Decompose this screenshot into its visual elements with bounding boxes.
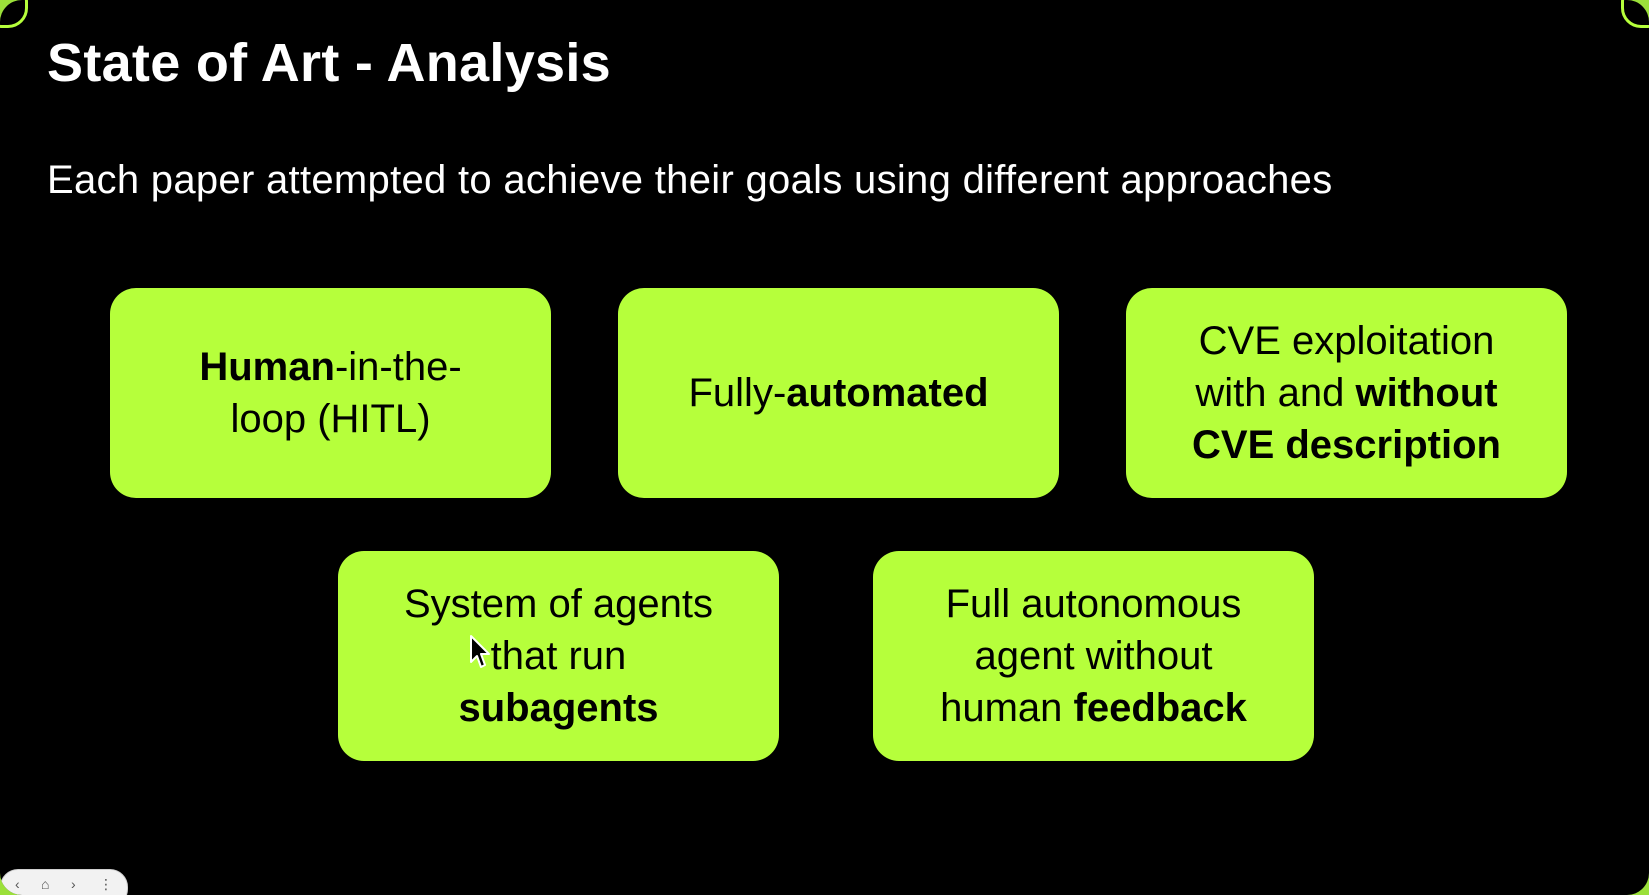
chevron-left-icon[interactable]: ‹ (15, 876, 20, 892)
approach-card-line: human feedback (940, 682, 1247, 734)
approach-card-segment: human (940, 686, 1074, 730)
frame-corner-accent (0, 0, 28, 28)
approach-card-line: that run (404, 630, 713, 682)
approach-card-emphasis: subagents (458, 686, 659, 730)
approach-card-segment: loop (HITL) (230, 397, 431, 441)
home-icon[interactable]: ⌂ (41, 876, 50, 892)
frame-corner-accent (1621, 0, 1649, 28)
approach-card-hitl: Human-in-the-loop (HITL) (110, 288, 551, 498)
video-player-controls[interactable]: ‹ ⌂ › ⋮ (0, 869, 128, 895)
slide-subtitle: Each paper attempted to achieve their go… (47, 158, 1333, 202)
approach-card-line: loop (HITL) (199, 393, 461, 445)
approach-card-system-of-agents: System of agents that run subagents (338, 551, 779, 761)
approach-card-text: Fully-automated (688, 367, 988, 419)
chevron-right-icon[interactable]: › (71, 876, 76, 892)
approach-card-line: Human-in-the- (199, 341, 461, 393)
slide-title: State of Art - Analysis (47, 33, 612, 93)
approach-card-emphasis: CVE description (1192, 423, 1501, 467)
approach-card-text: System of agents that run subagents (404, 578, 713, 734)
approach-card-fully-automated: Fully-automated (618, 288, 1059, 498)
approach-card-segment: that run (490, 634, 627, 678)
approach-card-emphasis: feedback (1073, 686, 1247, 730)
approach-card-segment: agent without (974, 634, 1213, 678)
approach-card-line: CVE description (1192, 419, 1501, 471)
approach-card-text: Human-in-the-loop (HITL) (199, 341, 461, 445)
approach-card-line: CVE exploitation (1192, 315, 1501, 367)
more-options-icon[interactable]: ⋮ (99, 876, 113, 892)
approach-card-segment: Full autonomous (945, 582, 1242, 626)
approach-card-line: subagents (404, 682, 713, 734)
approach-card-line: with and without (1192, 367, 1501, 419)
approach-card-segment: with and (1195, 371, 1356, 415)
approach-card-line: System of agents (404, 578, 713, 630)
approach-card-emphasis: automated (786, 371, 989, 415)
approach-card-line: Full autonomous (940, 578, 1247, 630)
approach-card-segment: Fully- (688, 371, 787, 415)
approach-card-segment: System of agents (403, 582, 714, 626)
approach-card-line: Fully-automated (688, 367, 988, 419)
approach-card-emphasis: without (1355, 371, 1498, 415)
approach-card-segment: CVE exploitation (1198, 319, 1495, 363)
approach-card-line: agent without (940, 630, 1247, 682)
approach-card-emphasis: Human (199, 345, 335, 389)
approach-card-segment: -in-the- (334, 345, 462, 389)
mouse-pointer-icon (470, 635, 490, 668)
